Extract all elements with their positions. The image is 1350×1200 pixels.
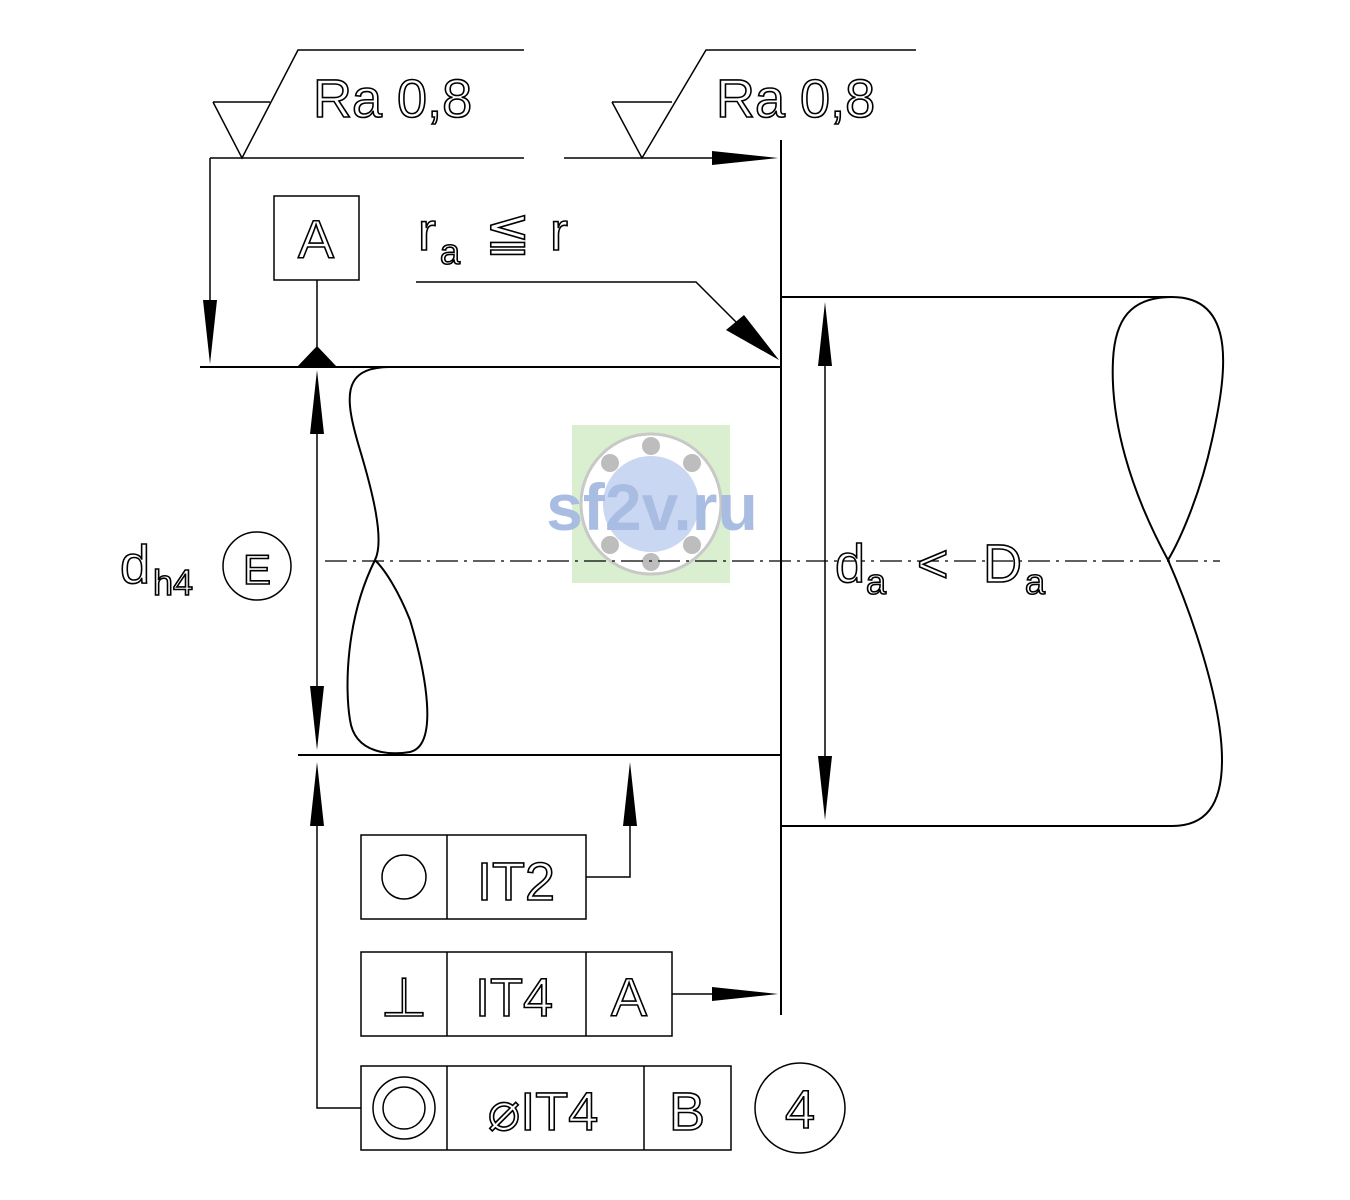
perpendicularity-frame: ⊥ IT4 A (360, 951, 778, 1037)
arrowhead (712, 987, 778, 1001)
roundness-icon (381, 854, 427, 900)
bearing-ball (601, 454, 619, 472)
perpendicularity-tolerance: IT4 (475, 968, 553, 1028)
concentricity-frame: ⌀IT4 B 4 (310, 762, 846, 1154)
bearing-inner-ring (603, 456, 699, 552)
surface-finish-left: Ra 0,8 (212, 49, 524, 160)
watermark-text: sf2v.ru (546, 470, 758, 544)
roughness-label: Ra 0,8 (313, 69, 472, 129)
perpendicularity-icon: ⊥ (380, 968, 427, 1028)
finish-check-mark (611, 49, 916, 160)
shoulder-diameter-subscript: a (866, 561, 887, 602)
shoulder-diameter-dimension: d a < D a (818, 302, 1047, 820)
arrowhead (203, 300, 217, 364)
concentricity-tolerance: ⌀IT4 (488, 1082, 599, 1142)
shoulder-body (781, 296, 1225, 827)
arrowhead (310, 762, 324, 826)
fillet-leader (416, 281, 741, 327)
arrowhead (623, 762, 637, 826)
bearing-ball (683, 536, 701, 554)
tolerance-class: h4 (153, 562, 193, 603)
arrowhead (818, 302, 832, 366)
roughness-label: Ra 0,8 (716, 69, 875, 129)
shoulder-break-loop (1111, 296, 1225, 563)
fillet-note: r a ≦ r (416, 201, 779, 360)
frame-leader (316, 826, 361, 1109)
finish-leaders (203, 151, 778, 364)
concentricity-datum: B (669, 1082, 705, 1142)
datum-letter: A (298, 210, 334, 270)
bearing-ball (642, 437, 660, 455)
datum-triangle (297, 346, 337, 367)
datum-a-feature: A (273, 195, 360, 367)
diameter-symbol: d (120, 535, 150, 595)
frame-leader (586, 826, 631, 878)
less-than-symbol: < (917, 534, 949, 594)
less-equal-symbol: ≦ (485, 202, 530, 262)
arrowhead (310, 686, 324, 750)
bearing-ball (642, 553, 660, 571)
note-balloon (754, 1062, 846, 1154)
housing-diameter-subscript: a (1025, 561, 1046, 602)
shoulder-diameter-symbol: d (835, 534, 865, 594)
roundness-tolerance: IT2 (477, 852, 555, 912)
fillet-limit: r (550, 202, 568, 262)
surface-finish-right: Ra 0,8 (611, 49, 916, 160)
shoulder-break-line (1167, 559, 1224, 827)
arrowhead (310, 370, 324, 434)
envelope-circle (222, 531, 292, 601)
fillet-symbol: r (418, 202, 436, 262)
watermark: sf2v.ru (546, 425, 758, 583)
roundness-frame: IT2 (360, 762, 637, 920)
arrowhead (726, 315, 779, 360)
concentricity-icon-outer (372, 1076, 436, 1140)
envelope-letter: E (243, 546, 271, 593)
shaft-body (200, 140, 782, 1015)
finish-check-mark (212, 49, 524, 160)
arrowhead (712, 151, 778, 165)
bearing-ball (601, 536, 619, 554)
concentricity-icon-inner (382, 1086, 426, 1130)
note-number: 4 (785, 1080, 815, 1140)
bearing-ball (683, 454, 701, 472)
shaft-diameter-dimension: d h4 E (119, 370, 324, 750)
shaft-break-line (346, 366, 429, 755)
perpendicularity-datum: A (611, 968, 647, 1028)
housing-diameter-symbol: D (983, 534, 1022, 594)
arrowhead (818, 756, 832, 820)
fillet-subscript: a (440, 231, 461, 272)
